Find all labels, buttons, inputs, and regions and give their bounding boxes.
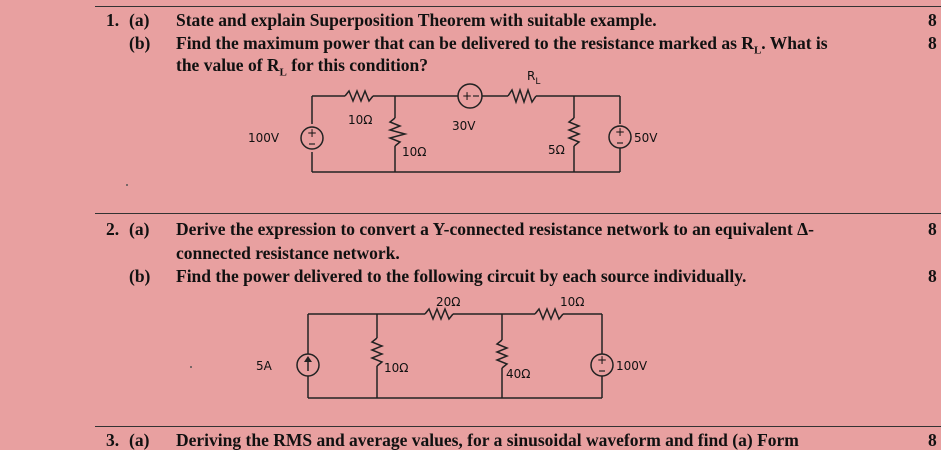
- q3a-label: (a): [129, 430, 150, 450]
- c2-label-r2: 10Ω: [560, 295, 584, 309]
- section-rule-3: [95, 426, 941, 427]
- c1-label-r3: 5Ω: [548, 143, 565, 157]
- v1-sign: +: [307, 126, 317, 140]
- q1b-line2: the value of RL for this condition?: [176, 55, 429, 79]
- c2-label-r4: 40Ω: [506, 367, 530, 381]
- top-rule: [95, 6, 941, 7]
- stray-mark: [126, 184, 128, 186]
- q2b-marks: 8: [928, 266, 937, 286]
- q2a-line2: connected resistance network.: [176, 243, 400, 263]
- q1b-label: (b): [129, 33, 151, 53]
- q1a-label: (a): [129, 10, 150, 30]
- c1-label-v3: 50V: [634, 131, 658, 145]
- q3a-marks: 8: [928, 430, 937, 450]
- c1-label-rl: RL: [527, 69, 540, 87]
- q3-number: 3.: [106, 430, 120, 450]
- v2-sign: +: [462, 89, 472, 103]
- q2b-label: (b): [129, 266, 151, 286]
- circuit-2: + 20Ω 10Ω 10Ω 40Ω 5A 100V: [256, 295, 648, 399]
- c1-label-v1: 100V: [248, 131, 280, 145]
- q1b-marks: 8: [928, 33, 937, 53]
- q3a-text: Deriving the RMS and average values, for…: [176, 430, 799, 450]
- c1-label-r1: 10Ω: [348, 113, 372, 127]
- q2a-label: (a): [129, 219, 150, 239]
- c2-label-v1: 100V: [616, 359, 648, 373]
- c2-label-i1: 5A: [256, 359, 273, 373]
- c2-label-r3: 10Ω: [384, 361, 408, 375]
- q1-number: 1.: [106, 10, 120, 30]
- q1b-line1: Find the maximum power that can be deliv…: [176, 33, 828, 57]
- q2a-marks: 8: [928, 219, 937, 239]
- c2-label-r1: 20Ω: [436, 295, 460, 309]
- stray-mark: [190, 366, 192, 368]
- c2-v1-sign: +: [597, 353, 607, 367]
- q2-number: 2.: [106, 219, 120, 239]
- q1a-marks: 8: [928, 10, 937, 30]
- v3-sign: +: [615, 125, 625, 139]
- q2b-text: Find the power delivered to the followin…: [176, 266, 747, 286]
- circuit-1: + + + 10Ω 30V RL 10Ω 5Ω 100V 50V: [248, 69, 658, 173]
- section-rule-2: [95, 213, 941, 214]
- c1-label-r2: 10Ω: [402, 145, 426, 159]
- c1-label-v2: 30V: [452, 119, 476, 133]
- q1a-text: State and explain Superposition Theorem …: [176, 10, 657, 30]
- q2a-line1: Derive the expression to convert a Y-con…: [176, 219, 814, 239]
